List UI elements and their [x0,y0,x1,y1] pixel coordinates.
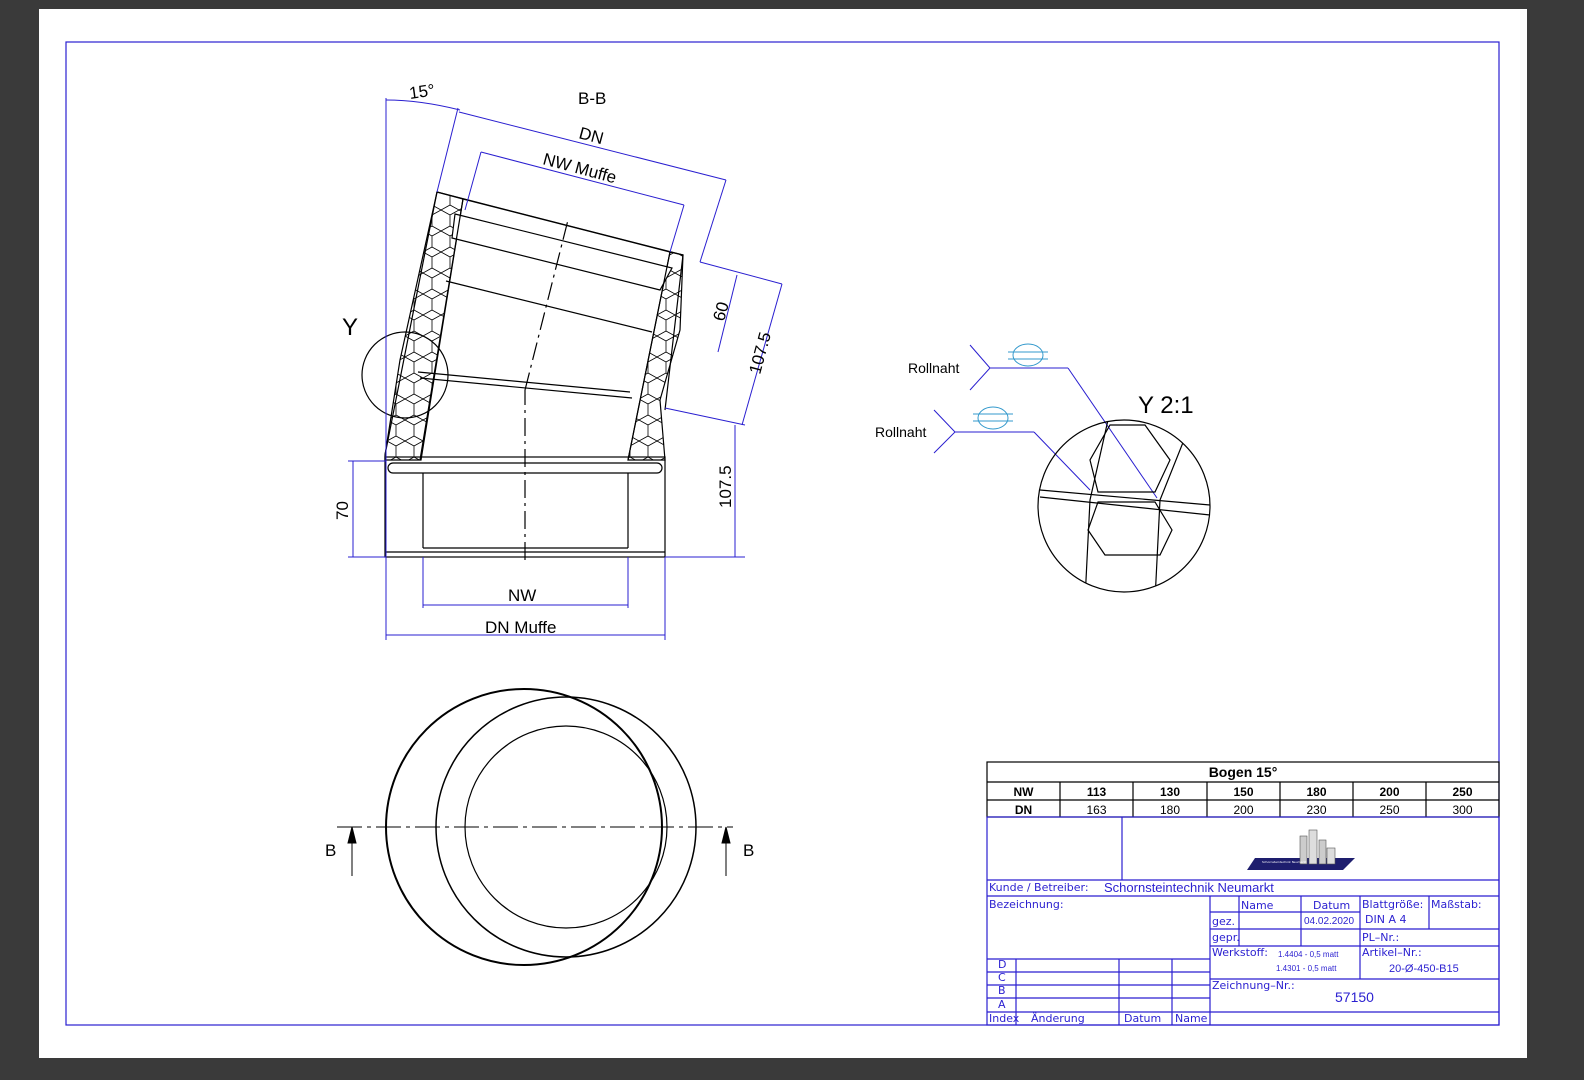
datum-header: Datum [1313,899,1351,912]
nw-value: 200 [1379,785,1400,799]
weld-label-1: Rollnaht [908,360,959,376]
rev-datum-header: Datum [1124,1012,1162,1025]
werkstoff-label: Werkstoff: [1212,946,1268,959]
werkstoff-2: 1.4301 - 0,5 matt [1276,964,1337,973]
elbow-top-view [337,688,733,966]
logo-text: Schornsteintechnik Neumarkt [1262,860,1307,864]
dn-muffe-label: DN Muffe [485,618,557,637]
weld-label-2: Rollnaht [875,424,926,440]
detail-view-y [1037,419,1211,593]
nw-label: NW [508,586,536,605]
gepr-label: gepr. [1212,931,1240,944]
dimension-lines [348,98,783,640]
size-table-grid [986,761,1500,818]
index-row: C [998,971,1006,984]
dn-value: 300 [1452,803,1473,817]
blatt-label: Blattgröße: [1362,898,1424,911]
size-table-title: Bogen 15° [1208,764,1278,780]
nw-muffe-label: NW Muffe [541,150,619,188]
index-row: A [998,998,1006,1011]
rev-name-header: Name [1175,1012,1208,1025]
dn-value: 163 [1086,803,1107,817]
detail-title: Y 2:1 [1138,392,1194,419]
nw-value: 150 [1233,785,1254,799]
kunde-label: Kunde / Betreiber: [989,881,1089,894]
weld-symbols [933,343,1158,499]
dn-header: DN [1014,803,1033,817]
section-mark-right: B [743,841,754,860]
gez-label: gez. [1212,915,1236,928]
name-header: Name [1241,899,1274,912]
nw-value: 113 [1086,785,1107,799]
kunde-value: Schornsteintechnik Neumarkt [1104,880,1274,895]
company-logo [1247,829,1355,870]
section-label: B-B [578,89,606,108]
title-block-grid [986,816,1500,1026]
zeichnung-label: Zeichnung–Nr.: [1212,979,1295,992]
pl-label: PL–Nr.: [1362,931,1400,944]
drawing-sheet [39,9,1527,1058]
index-header: Index [989,1012,1020,1025]
massstab-label: Maßstab: [1431,898,1482,911]
elbow-section-view [361,191,684,560]
dim-60: 60 [710,300,733,323]
dim-107-lower: 107.5 [716,465,735,508]
dn-label: DN [577,124,606,149]
nw-value: 130 [1159,785,1181,799]
dim-107-upper: 107.5 [746,330,775,376]
dn-value: 180 [1159,803,1181,817]
nw-value: 180 [1306,785,1327,799]
dimension-labels: 15° B-B DN NW Muffe 60 107.5 107.5 70 NW… [333,81,775,637]
nw-value: 250 [1452,785,1473,799]
bezeichnung-label: Bezeichnung: [989,898,1064,911]
detail-marker: Y [342,314,358,341]
blatt-value: DIN A 4 [1365,913,1407,926]
zeichnung-value: 57150 [1335,989,1374,1005]
nw-header: NW [1013,785,1034,799]
werkstoff-1: 1.4404 - 0,5 matt [1278,950,1339,959]
dim-70: 70 [333,501,352,520]
gez-date: 04.02.2020 [1304,916,1355,927]
section-mark-left: B [325,841,336,860]
dn-value: 250 [1379,803,1400,817]
artikel-label: Artikel–Nr.: [1362,946,1422,959]
angle-label: 15° [408,81,436,103]
index-row: D [998,958,1007,971]
artikel-value: 20-Ø-450-B15 [1389,963,1459,975]
dn-value: 200 [1233,803,1254,817]
aenderung-header: Änderung [1031,1012,1085,1025]
index-row: B [998,984,1006,997]
sheet-border [65,41,1500,1026]
dn-value: 230 [1306,803,1327,817]
